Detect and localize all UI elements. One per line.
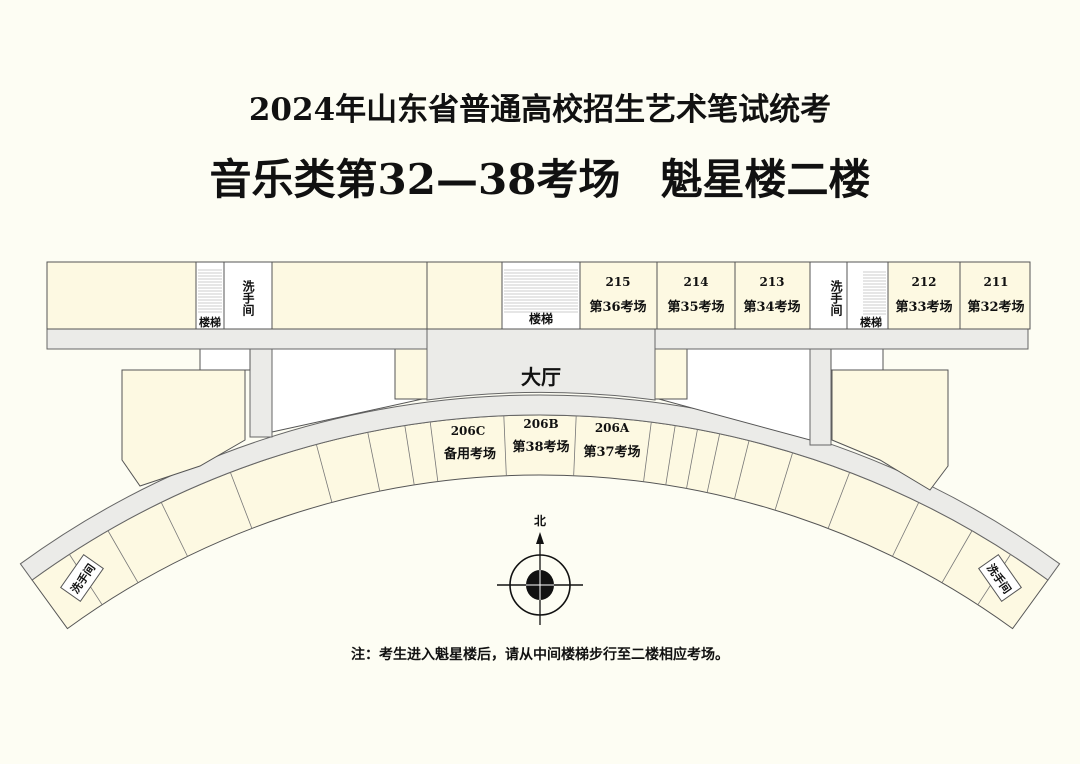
room-divider	[643, 422, 652, 482]
room-211	[959, 261, 1031, 330]
west-steps	[199, 348, 251, 371]
title-line-1: 2024年山东省普通高校招生艺术笔试统考	[248, 92, 832, 128]
room-divider	[734, 440, 750, 499]
stairs-east	[846, 261, 889, 330]
room-divider	[367, 432, 381, 492]
hall-label: 大厅	[521, 365, 561, 389]
room-divider	[229, 472, 253, 529]
east-wing-room	[831, 369, 949, 491]
east-connector-corridor	[809, 344, 832, 446]
washroom-southeast: 洗手间	[978, 554, 1022, 602]
room-214-exam: 第35考场	[667, 299, 724, 315]
room-divider	[315, 444, 333, 503]
room-213-number: 213	[759, 275, 784, 289]
room-214-number: 214	[683, 275, 708, 289]
building-floor-title: 魁星楼二楼	[660, 155, 871, 204]
room-divider	[941, 530, 973, 583]
hall	[426, 328, 656, 401]
washroom-west-label: 洗手间	[241, 279, 255, 317]
room-206a-number: 206A	[595, 421, 630, 435]
room-divider	[573, 415, 577, 476]
stairs-west-label: 楼梯	[199, 315, 221, 329]
west-connector-corridor	[249, 344, 273, 438]
room-divider	[429, 421, 439, 482]
room-215-exam: 第36考场	[589, 299, 646, 315]
room-211-exam: 第32考场	[967, 299, 1024, 315]
room-dividers	[69, 415, 1011, 605]
north-arrow-icon	[536, 532, 544, 544]
room-215	[579, 261, 658, 330]
room-divider	[503, 415, 507, 476]
stairs-center-label: 楼梯	[529, 311, 553, 326]
west-hall-annex	[394, 348, 428, 400]
room-206b-exam: 第38考场	[512, 439, 569, 455]
room-divider	[665, 425, 676, 485]
room-212-number: 212	[911, 275, 936, 289]
curved-corridor	[19, 394, 1061, 581]
room-divider	[774, 452, 793, 511]
room-214	[656, 261, 736, 330]
room-north-1	[46, 261, 197, 330]
east-hall-annex	[654, 348, 688, 400]
room-divider	[404, 425, 415, 485]
room-north-2	[271, 261, 428, 330]
room-212	[887, 261, 961, 330]
room-215-number: 215	[605, 275, 630, 289]
room-206c-number: 206C	[451, 424, 486, 438]
room-213-exam: 第34考场	[743, 299, 800, 315]
room-divider	[827, 472, 851, 529]
room-divider	[160, 502, 188, 557]
compass-north-label: 北	[534, 513, 546, 528]
room-206b-number: 206B	[523, 417, 558, 431]
room-212-exam: 第33考场	[895, 299, 952, 315]
title-line-2: 音乐类第32—38考场魁星楼二楼	[0, 146, 1080, 207]
washroom-west	[223, 261, 273, 330]
room-206a-exam: 第37考场	[583, 444, 640, 460]
room-divider	[686, 429, 698, 489]
stairs-east-label: 楼梯	[860, 315, 882, 329]
stair-treads	[198, 269, 886, 315]
compass: 北	[497, 513, 583, 625]
room-213	[734, 261, 811, 330]
compass-ring	[509, 554, 571, 616]
east-steps	[830, 348, 884, 371]
room-206c-exam: 备用考场	[443, 446, 496, 462]
note-text: 注：考生进入魁星楼后，请从中间楼梯步行至二楼相应考场。	[351, 647, 729, 663]
exam-rooms-title: 音乐类第32—38考场	[209, 155, 621, 204]
washroom-east-label: 洗手间	[829, 279, 843, 317]
room-divider	[107, 530, 139, 583]
room-north-3	[426, 261, 503, 330]
room-211-number: 211	[983, 275, 1008, 289]
room-divider	[892, 502, 920, 557]
room-divider	[706, 433, 721, 493]
